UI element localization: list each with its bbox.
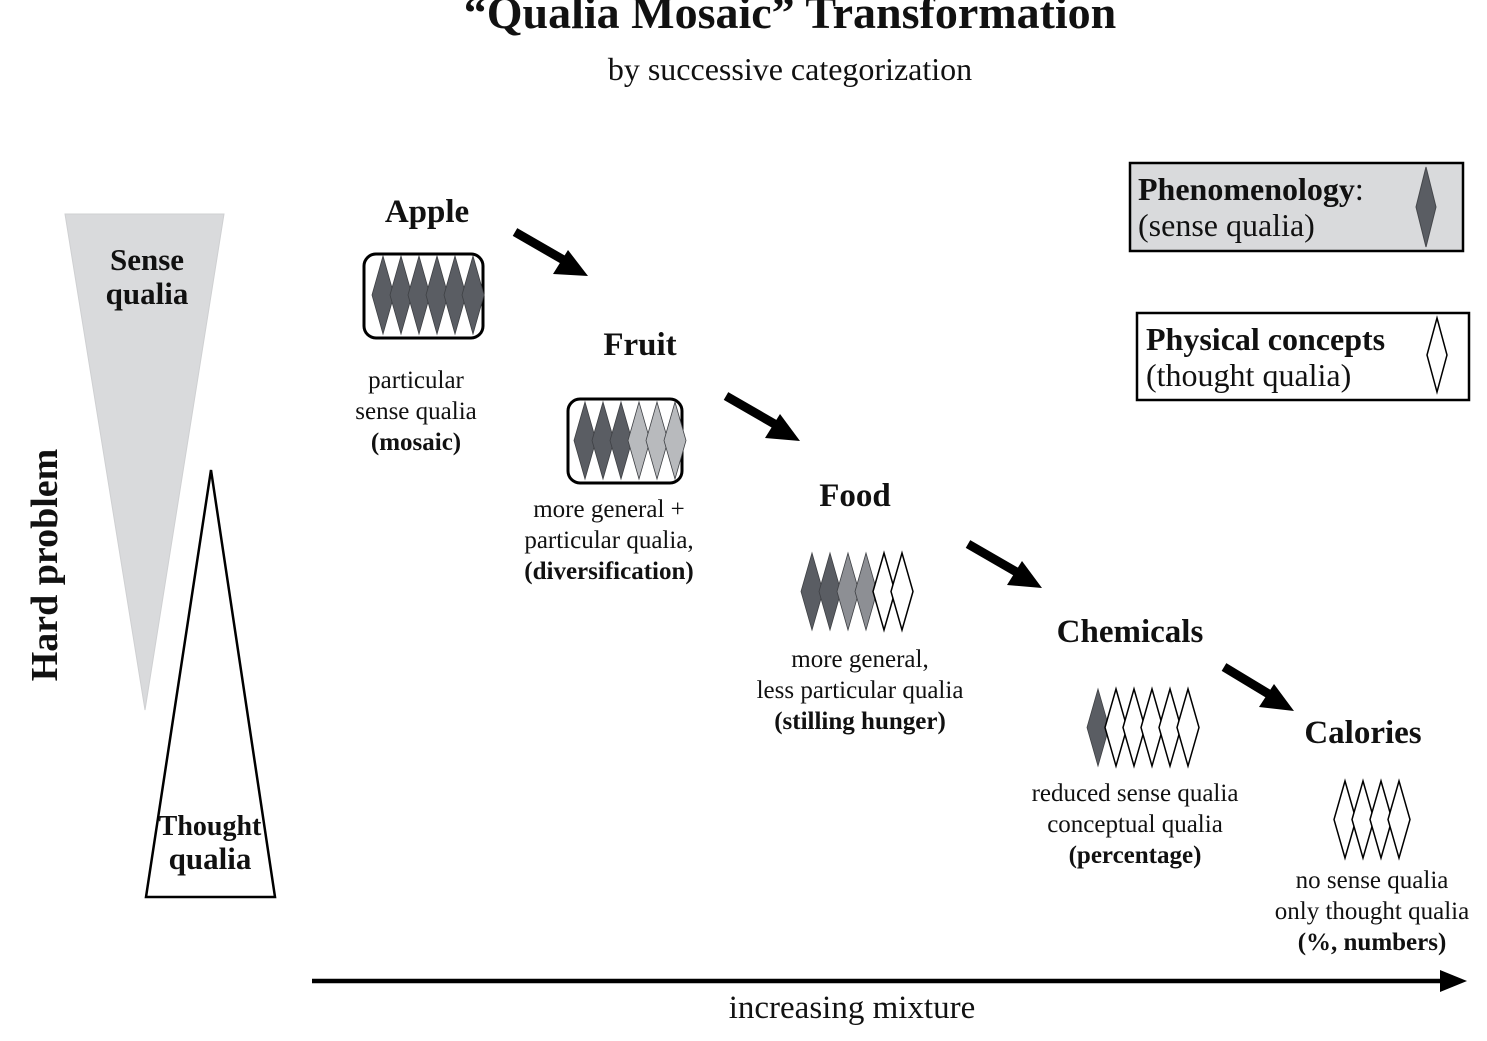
stage-calories: Calories no sense qualia only thought qual… <box>1275 715 1469 956</box>
legend-phenomenology-title: Phenomenology: <box>1138 171 1364 207</box>
sense-qualia-diamond <box>609 400 633 481</box>
legend-physical-sub: (thought qualia) <box>1146 357 1351 393</box>
sense-qualia-diamond <box>371 254 395 336</box>
thought-qualia-diamond <box>1140 686 1164 769</box>
stage-caption-bold: (%, numbers) <box>1298 929 1447 956</box>
thought-qualia-triangle <box>144 469 277 899</box>
sense-triangle-label-2: qualia <box>106 276 189 311</box>
thought-qualia-diamond <box>1158 686 1182 769</box>
thought-qualia-diamond <box>1122 686 1146 769</box>
stage-caption-line: less particular qualia <box>757 677 964 704</box>
thought-qualia-diamond <box>1333 778 1357 861</box>
sense-qualia-diamond <box>591 400 615 481</box>
stage-label: Fruit <box>603 327 676 363</box>
stage-caption-line: sense qualia <box>355 398 476 425</box>
stage-caption-line: particular qualia, <box>524 527 693 554</box>
stages-group: Apple particular sense qualia (mosaic) Fruit… <box>355 194 1469 956</box>
stage-apple: Apple particular sense qualia (mosaic) <box>355 194 485 456</box>
axis-label: increasing mixture <box>729 990 976 1026</box>
sense-qualia-diamond <box>425 254 449 336</box>
sense-qualia-diamond <box>800 551 824 632</box>
stage-label: Chemicals <box>1057 614 1204 650</box>
legend-physical-title: Physical concepts <box>1146 321 1385 357</box>
stage-caption-line: more general + <box>533 496 685 523</box>
sense-qualia-diamond <box>389 254 413 336</box>
stage-caption-bold: (percentage) <box>1069 842 1202 869</box>
sense-qualia-diamond <box>818 551 842 632</box>
stage-label: Calories <box>1304 715 1421 751</box>
thought-qualia-diamond <box>1369 778 1393 861</box>
thought-triangle-label-1: Thought <box>159 811 262 842</box>
stage-fruit: Fruit more general + particular qualia, (di… <box>524 327 693 585</box>
sense-qualia-diamond <box>854 551 878 632</box>
sense-triangle-label-1: Sense <box>110 242 184 277</box>
arrow-icon <box>512 228 588 276</box>
sense-qualia-diamond <box>645 400 669 481</box>
sense-qualia-diamond <box>407 254 431 336</box>
sense-qualia-diamond <box>1086 687 1110 768</box>
stage-caption-bold: (stilling hunger) <box>774 708 946 735</box>
thought-qualia-diamond-icon <box>1426 315 1448 395</box>
thought-qualia-diamond <box>890 550 914 633</box>
legend-phenomenology-sub: (sense qualia) <box>1138 207 1315 243</box>
stage-caption-line: no sense qualia <box>1296 867 1449 894</box>
thought-qualia-diamond <box>1387 778 1411 861</box>
arrow-icon <box>723 392 800 441</box>
stage-caption-bold: (diversification) <box>524 558 693 585</box>
stage-label: Food <box>819 478 891 514</box>
sense-qualia-diamond <box>627 400 651 481</box>
stage-caption-line: conceptual qualia <box>1047 811 1223 838</box>
thought-qualia-diamond <box>1104 686 1128 769</box>
diagram-title: “Qualia Mosaic” Transformation <box>464 0 1117 38</box>
legend-physical-box <box>1135 311 1471 402</box>
stage-food: Food more general, less particular qualia (… <box>757 478 964 735</box>
thought-qualia-diamond <box>1176 686 1200 769</box>
thought-triangle-label-2: qualia <box>169 841 252 876</box>
thought-qualia-diamond <box>1351 778 1375 861</box>
legend-phenomenology-box <box>1128 161 1465 253</box>
arrow-icon <box>1221 663 1294 711</box>
hard-problem-label: Hard problem <box>24 449 66 682</box>
sense-qualia-diamond <box>443 254 467 336</box>
sense-qualia-diamond <box>663 400 687 481</box>
sense-qualia-diamond <box>461 254 485 336</box>
sense-qualia-diamond <box>836 551 860 632</box>
sense-qualia-diamond <box>573 400 597 481</box>
flow-arrows <box>512 228 1294 711</box>
stage-label: Apple <box>385 194 469 230</box>
stage-caption-line: reduced sense qualia <box>1032 780 1239 807</box>
sense-qualia-diamond-icon <box>1415 166 1437 248</box>
stage-caption-line: particular <box>368 367 464 394</box>
stage-caption-line: only thought qualia <box>1275 898 1469 925</box>
stage-caption-bold: (mosaic) <box>371 429 461 456</box>
stage-chemicals: Chemicals reduced sense qualia conceptual … <box>1032 614 1239 869</box>
axis-arrowhead-icon <box>1440 970 1467 992</box>
thought-qualia-diamond <box>872 550 896 633</box>
stage-caption-line: more general, <box>791 646 928 673</box>
diagram-subtitle: by successive categorization <box>608 51 972 87</box>
sense-qualia-triangle <box>64 213 225 711</box>
arrow-icon <box>965 540 1042 588</box>
